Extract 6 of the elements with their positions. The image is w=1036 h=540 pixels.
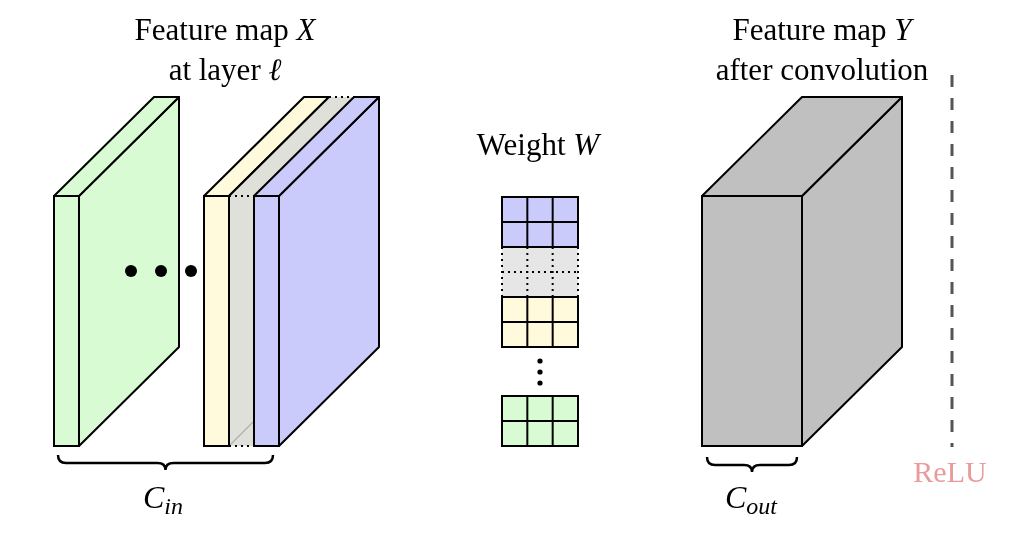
weight-heading: Weight W: [476, 127, 600, 163]
channel-count-label: C$_{in}$: [143, 479, 183, 515]
feature-map-heading: Feature map Y after convolution: [714, 11, 930, 89]
feature-map-heading: Feature map X at layer ℓ: [133, 11, 318, 89]
relu-label: ReLU: [913, 455, 987, 489]
channel-count-label: C$_{out}$: [725, 479, 777, 515]
